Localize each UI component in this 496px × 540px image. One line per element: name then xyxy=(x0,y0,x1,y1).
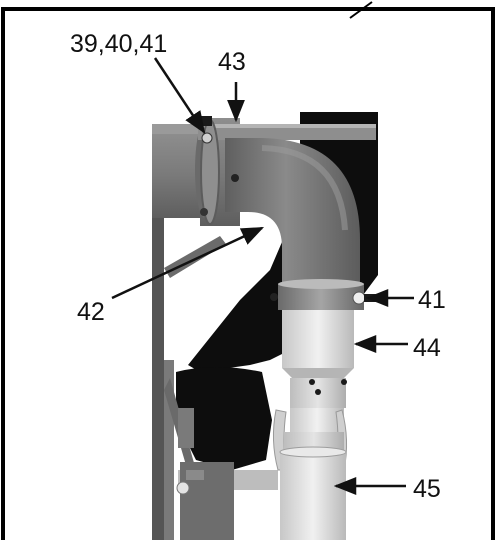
callout-41: 41 xyxy=(418,286,446,314)
callout-labels: 39,40,41 43 42 41 44 45 xyxy=(70,30,446,503)
callout-39-40-41: 39,40,41 xyxy=(70,30,167,58)
leader-42 xyxy=(111,226,265,300)
callout-45: 45 xyxy=(413,475,441,503)
leader-39-40-41 xyxy=(153,57,206,134)
callout-44: 44 xyxy=(413,334,441,362)
coupling-band xyxy=(200,116,220,225)
leader-lines xyxy=(111,57,414,495)
elbow-pipe xyxy=(225,138,360,282)
callout-42: 42 xyxy=(77,298,105,326)
reducer-pipe xyxy=(282,310,354,408)
frame-top-notch-line xyxy=(349,1,373,19)
support-rod xyxy=(198,124,376,140)
clamp-ring xyxy=(270,279,376,310)
outlet-pipe xyxy=(272,408,348,540)
support-frame xyxy=(152,215,278,540)
callout-43: 43 xyxy=(218,48,246,76)
